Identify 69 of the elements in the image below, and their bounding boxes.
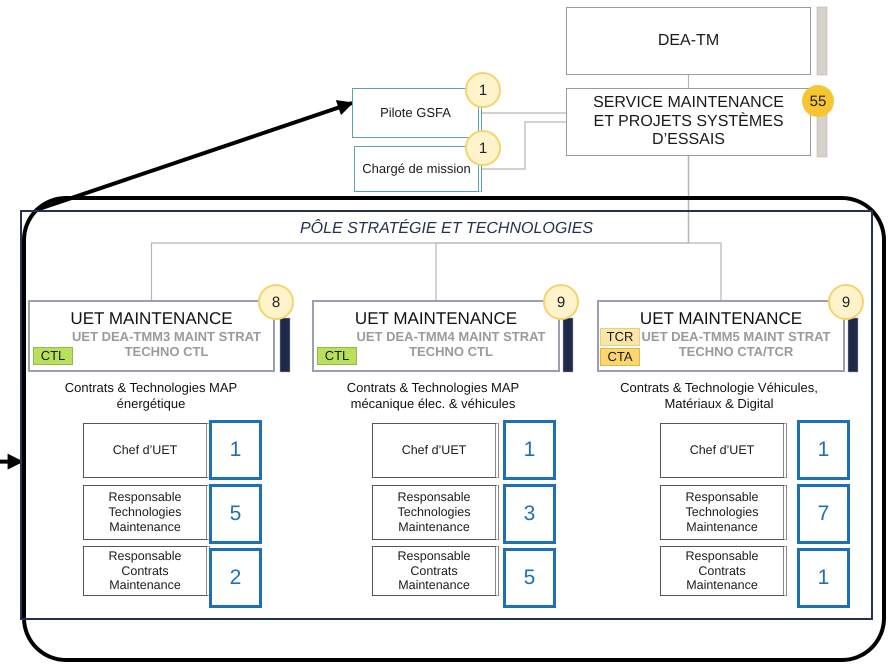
- count-badge: 8: [258, 284, 294, 320]
- headcount-box: [797, 484, 850, 544]
- role-box: [83, 546, 210, 596]
- role-box: [372, 423, 499, 478]
- headcount-box: [503, 548, 556, 608]
- headcount-box: [209, 420, 262, 480]
- headcount-box: [797, 548, 850, 608]
- box-label: 7: [816, 502, 830, 526]
- connector-line: [482, 112, 566, 114]
- count-badge: 9: [828, 284, 864, 320]
- count-badge: 1: [465, 72, 501, 108]
- box-label: Responsable Technologies Maintenance: [684, 490, 760, 535]
- box-label: SERVICE MAINTENANCE ET PROJETS SYSTÈMES D’ESSAIS: [592, 94, 785, 150]
- tag: [600, 348, 640, 366]
- box-label: CTL: [40, 348, 66, 364]
- unit-description: Contrats & Technologies MAP mécanique élec. & véhicules: [346, 380, 520, 412]
- box-label: Chef d’UET: [112, 443, 178, 458]
- headcount-box: [209, 548, 262, 608]
- connector-line: [688, 75, 690, 88]
- count-badge: 55: [802, 85, 834, 117]
- box-label: DEA-TM: [656, 32, 720, 50]
- headcount-box: [797, 420, 850, 480]
- role-box: [372, 546, 499, 596]
- org-box: [566, 7, 811, 75]
- role-box: [660, 546, 787, 596]
- box-label: 1: [816, 566, 830, 590]
- role-box: [660, 423, 787, 478]
- unit-title: UET MAINTENANCE: [638, 308, 804, 329]
- box-label: Responsable Contrats Maintenance: [684, 548, 760, 594]
- headcount-box: [503, 484, 556, 544]
- box-label: 1: [228, 438, 242, 462]
- unit-description: Contrats & Technologies MAP énergétique: [64, 380, 238, 412]
- role-box: [83, 423, 210, 478]
- headcount-box: [503, 420, 556, 480]
- unit-code: UET DEA-TMM3 MAINT STRAT TECHNO CTL: [71, 328, 262, 360]
- box-label: 3: [522, 502, 536, 526]
- unit-code: UET DEA-TMM5 MAINT STRAT TECHNO CTA/TCR: [640, 328, 832, 360]
- role-box: [372, 485, 499, 540]
- box-label: Responsable Technologies Maintenance: [108, 490, 182, 535]
- box-label: CTL: [324, 348, 350, 364]
- box-label: Chef d’UET: [688, 443, 756, 458]
- role-box: [660, 485, 787, 540]
- count-badge: 1: [465, 130, 501, 166]
- box-label: PÔLE STRATÉGIE ET TECHNOLOGIES: [298, 220, 594, 239]
- box-label: 5: [522, 566, 536, 590]
- org-box: [566, 88, 811, 156]
- box-label: 1: [522, 438, 536, 462]
- connector-line: [482, 121, 566, 170]
- box-label: Pilote GSFA: [379, 105, 452, 121]
- box-label: 1: [816, 438, 830, 462]
- box-label: TCR: [606, 329, 634, 345]
- box-label: Responsable Contrats Maintenance: [108, 548, 182, 594]
- unit-code: UET DEA-TMM4 MAINT STRAT TECHNO CTL: [356, 328, 546, 360]
- count-badge: 9: [543, 284, 579, 320]
- tag: [317, 347, 357, 365]
- unit-title: UET MAINTENANCE: [354, 308, 518, 329]
- headcount-box: [209, 484, 262, 544]
- unit-title: UET MAINTENANCE: [69, 308, 234, 329]
- box-label: CTA: [607, 349, 633, 365]
- tag: [600, 328, 640, 346]
- role-box: [83, 485, 210, 540]
- box-label: 5: [228, 502, 242, 526]
- box-label: Responsable Contrats Maintenance: [396, 548, 472, 594]
- box-label: Responsable Technologies Maintenance: [396, 490, 472, 535]
- box-label: 2: [228, 566, 242, 590]
- unit-description: Contrats & Technologie Véhicules, Matériaux & Digital: [619, 380, 819, 412]
- connector-line: [688, 156, 722, 300]
- box-label: Chef d’UET: [400, 443, 468, 458]
- tag: [33, 347, 73, 365]
